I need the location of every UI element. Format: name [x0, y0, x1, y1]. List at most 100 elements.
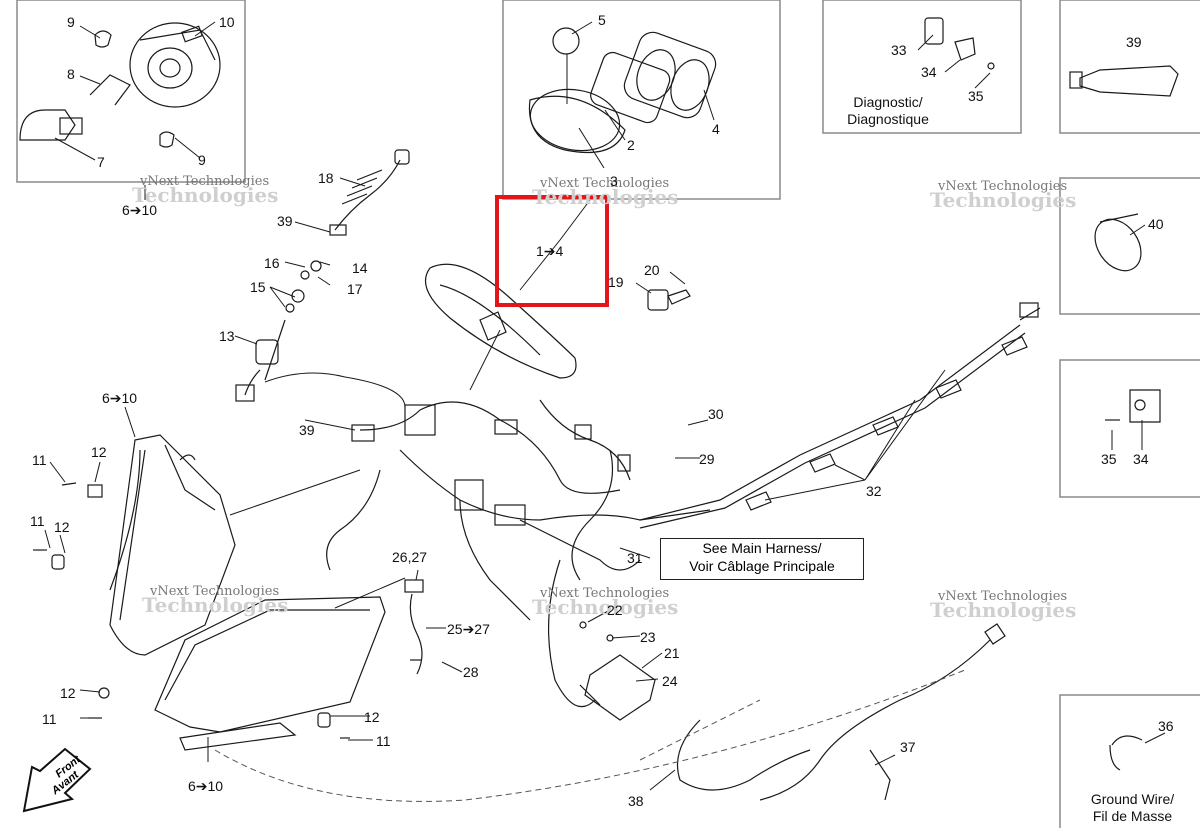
callout-1-4: 1➔4 — [536, 243, 564, 259]
watermark-text: vNext Technologies — [938, 589, 1068, 604]
diagnostic-caption-fr: Diagnostique — [847, 111, 929, 127]
headlamp-assembly-part — [109, 434, 236, 656]
main-harness-callout: See Main Harness/ Voir Câblage Principal… — [660, 538, 864, 580]
callout-32: 32 — [866, 483, 882, 499]
callout-12: 12 — [54, 519, 70, 535]
callout-36: 36 — [1158, 718, 1174, 734]
watermark-text-large: Technologies — [930, 598, 1077, 622]
cable-part — [235, 149, 410, 402]
callout-15: 15 — [250, 279, 266, 295]
callout-2: 2 — [627, 137, 635, 153]
front-arrow-icon — [22, 747, 92, 813]
callout-12: 12 — [60, 685, 76, 701]
watermark-text: vNext Technologies — [140, 174, 270, 189]
long-harness — [639, 302, 1041, 529]
clamp-part — [1094, 213, 1142, 272]
callout-16: 16 — [264, 255, 280, 271]
highlight-box — [495, 195, 609, 307]
callout-38: 38 — [628, 793, 644, 809]
dashed-routing — [214, 669, 966, 802]
headlamp-lens-part — [154, 596, 386, 751]
callout-18: 18 — [318, 170, 334, 186]
callout-37: 37 — [900, 739, 916, 755]
part-drawings — [19, 17, 1179, 802]
callout-34: 34 — [1133, 451, 1149, 467]
watermark-text: vNext Technologies — [938, 179, 1068, 194]
callout-39: 39 — [299, 422, 315, 438]
callout-35: 35 — [968, 88, 984, 104]
callout-22: 22 — [607, 602, 623, 618]
watermark-text: vNext Technologies — [540, 176, 670, 191]
gauge-cluster-part — [528, 27, 717, 154]
ground-caption-fr: Fil de Masse — [1092, 808, 1173, 824]
callout-11: 11 — [30, 513, 45, 529]
callout-14: 14 — [352, 260, 368, 276]
callout-40: 40 — [1148, 216, 1164, 232]
callout-39: 39 — [277, 213, 293, 229]
fastener-parts — [33, 482, 350, 739]
callout-19: 19 — [608, 274, 624, 290]
callout-4: 4 — [712, 121, 720, 137]
callout-17: 17 — [347, 281, 363, 297]
diagnostic-caption: Diagnostic/ Diagnostique — [828, 94, 948, 128]
callout-7: 7 — [97, 154, 105, 170]
callout-35: 35 — [1101, 451, 1117, 467]
callout-6-10: 6➔10 — [102, 390, 138, 406]
callout-5: 5 — [598, 12, 606, 28]
watermark-text-large: Technologies — [132, 183, 279, 207]
harness-caption-en: See Main Harness/ — [702, 540, 822, 556]
ground-wire-part — [676, 623, 1143, 801]
watermark-text-large: Technologies — [532, 595, 679, 619]
watermark-text-large: Technologies — [930, 188, 1077, 212]
callout-6-10: 6➔10 — [122, 202, 158, 218]
callout-20: 20 — [644, 262, 660, 278]
watermark-text: vNext Technologies — [540, 586, 670, 601]
callout-39: 39 — [1126, 34, 1142, 50]
callout-33: 33 — [891, 42, 907, 58]
switch-part — [647, 289, 691, 311]
screw-clip-part — [1105, 389, 1161, 423]
callout-30: 30 — [708, 406, 724, 422]
watermark-text-large: Technologies — [532, 185, 679, 209]
diagnostic-connector-part — [924, 17, 995, 70]
callout-21: 21 — [664, 645, 680, 661]
callout-25-27: 25➔27 — [447, 621, 490, 637]
callout-10: 10 — [219, 14, 235, 30]
wiring-harness — [326, 399, 711, 621]
callout-12: 12 — [91, 444, 107, 460]
frame-boxes — [16, 0, 1200, 828]
callout-3: 3 — [610, 173, 618, 189]
module-part — [547, 559, 656, 721]
harness-caption-fr: Voir Câblage Principale — [689, 558, 835, 574]
callout-23: 23 — [640, 629, 656, 645]
bulb-socket-part — [19, 22, 221, 148]
callout-11: 11 — [376, 733, 391, 749]
callout-9: 9 — [198, 152, 206, 168]
watermark-text: vNext Technologies — [150, 584, 280, 599]
callout-11: 11 — [42, 711, 57, 727]
callout-8: 8 — [67, 66, 75, 82]
watermark-text-large: Technologies — [142, 593, 289, 617]
front-arrow: Front Avant — [20, 745, 100, 815]
instrument-housing-part — [424, 263, 577, 379]
callout-31: 31 — [627, 550, 643, 566]
callout-29: 29 — [699, 451, 715, 467]
leader-lines — [44, 21, 1166, 791]
callout-28: 28 — [463, 664, 479, 680]
callout-26-27: 26,27 — [392, 549, 428, 565]
callout-34: 34 — [921, 64, 937, 80]
ground-caption-en: Ground Wire/ — [1090, 791, 1175, 807]
callout-11: 11 — [32, 452, 47, 468]
callout-9: 9 — [67, 14, 75, 30]
callout-24: 24 — [662, 673, 678, 689]
grease-tube-part — [1069, 65, 1179, 97]
callout-13: 13 — [219, 328, 235, 344]
callout-12: 12 — [364, 709, 380, 725]
ground-wire-caption: Ground Wire/ Fil de Masse — [1065, 791, 1200, 825]
